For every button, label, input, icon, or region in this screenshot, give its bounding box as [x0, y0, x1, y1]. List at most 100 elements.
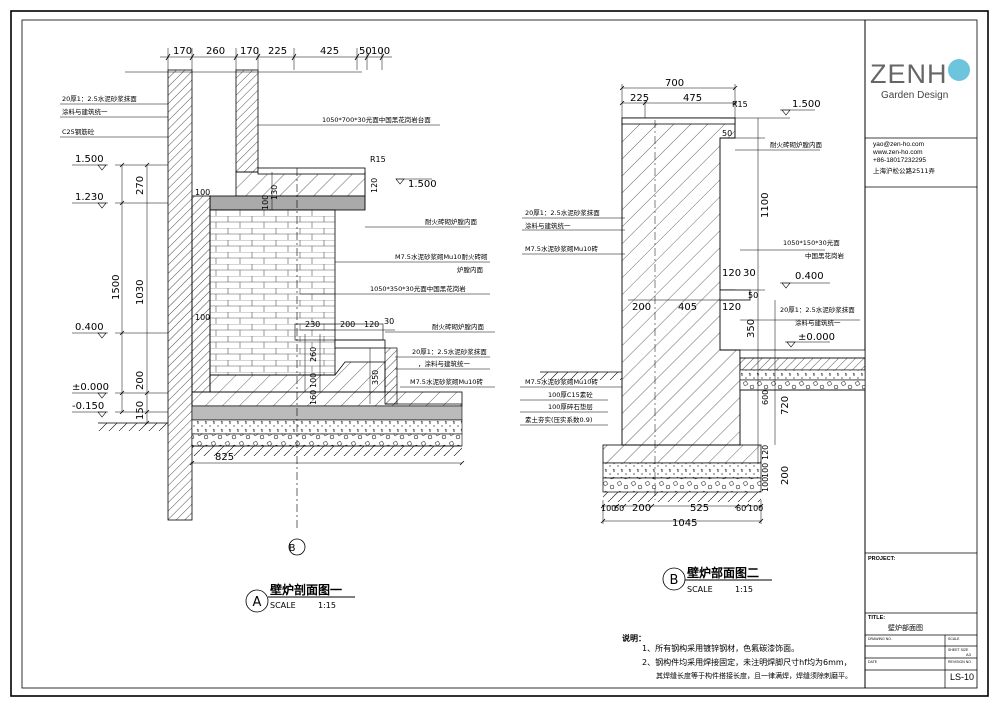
scale-label: SCALE: [948, 637, 960, 641]
dim-b-inner-16: 200: [780, 466, 791, 485]
note-b-l1: 20厚1：2.5水泥砂浆抹面: [525, 208, 600, 217]
dim-a-left-150: 150: [135, 401, 146, 420]
dim-b-inner-13: 120: [761, 445, 770, 460]
level-b-mid: 0.400: [795, 271, 824, 282]
dim-b-inner-12: 720: [780, 396, 791, 415]
section-b-drawing: [520, 84, 866, 524]
contact-web: www.zen-ho.com: [873, 149, 923, 156]
dim-a-inner-3: 130: [270, 185, 279, 200]
dim-b-inner-15: 100: [761, 477, 770, 492]
level-1230: 1.230: [75, 192, 104, 203]
dim-b-bottom-3: 200: [632, 503, 651, 514]
dim-a-top-4: 225: [268, 46, 287, 57]
dim-a-inner-13: 350: [371, 370, 380, 385]
level-b-zero: ±0.000: [798, 332, 835, 343]
dim-b-top-total: 700: [665, 78, 684, 89]
note-a-2: 涂料与建筑统一: [62, 107, 108, 116]
sheet-size-value: A3: [966, 652, 971, 657]
title-label: TITLE:: [868, 615, 886, 621]
date-label: DATE: [868, 660, 878, 664]
cut-marker-b: [288, 538, 306, 556]
dim-b-inner-6: 50: [748, 291, 758, 300]
dim-a-left-1030: 1030: [135, 280, 146, 305]
note-a-12: M7.5水泥砂浆砌Mu10砖: [410, 377, 483, 386]
dim-b-inner-3: 120: [722, 268, 741, 279]
note-a-1: 20厚1：2.5水泥砂浆抹面: [62, 94, 137, 103]
note-b-l4: M7.5水泥砂浆砌Mu10砖: [525, 377, 598, 386]
dim-b-inner-2: 1100: [760, 193, 771, 218]
dim-a-left-270: 270: [135, 176, 146, 195]
note-b-r4: 20厚1：2.5水泥砂浆抹面: [780, 305, 855, 314]
revision-label: REVISION NO.: [948, 660, 972, 664]
project-label: PROJECT:: [868, 556, 896, 562]
dim-b-inner-5: 120: [722, 302, 741, 313]
dim-b-inner-1: 50: [722, 129, 732, 138]
dim-a-inner-5: 120: [370, 178, 379, 193]
logo-text-o: O: [947, 59, 970, 81]
section-a-marker-label: A: [253, 595, 262, 610]
dim-a-inner-8: 120: [364, 320, 379, 329]
note-b-r1: 耐火砖砌炉膛内面: [770, 140, 823, 149]
level-zero: ±0.000: [72, 382, 109, 393]
drawing-no-label: DRAWING NO.: [868, 637, 892, 641]
dim-a-inner-4: 100: [261, 195, 270, 210]
radius-b: R15: [732, 100, 748, 109]
section-a-scale: 1:15: [318, 601, 336, 610]
dim-a-inner-6: 230: [305, 320, 320, 329]
section-a-drawing: [60, 48, 495, 556]
cut-marker-b-label: B: [289, 543, 296, 554]
dim-a-inner-9: 30: [384, 317, 394, 326]
section-b-title: 壁炉部面图二: [687, 565, 759, 580]
note-b-r5: 涂料与建筑统一: [795, 318, 841, 327]
title-value: 壁炉部面图: [888, 624, 923, 632]
section-b-scale: 1:15: [735, 585, 753, 594]
level-1500: 1.500: [75, 154, 104, 165]
dim-b-bottom-total: 1045: [672, 518, 697, 529]
notes-item-1: 1、所有钢构采用镀锌钢材，色氟碳漆饰面。: [642, 643, 799, 653]
section-b-marker: [662, 567, 686, 591]
dim-a-inner-11: 100: [309, 373, 318, 388]
dim-a-top-6: 50: [359, 46, 372, 57]
note-b-l5: 100厚C15素砼: [548, 390, 593, 399]
title-block-grid: [865, 137, 977, 688]
note-a-4: 1050*700*30光面中国黑花岗岩台面: [322, 115, 431, 124]
level-0400: 0.400: [75, 322, 104, 333]
dim-a-inner-1: 100: [195, 188, 210, 197]
dim-b-inner-7: 200: [632, 302, 651, 313]
dim-b-top-1: 225: [630, 93, 649, 104]
note-a-5: 耐火砖砌炉膛内面: [425, 217, 478, 226]
note-a-9: 耐火砖砌炉膛内面: [432, 322, 485, 331]
note-a-7: 炉膛内面: [457, 265, 484, 274]
contact-address: 上海沪松公路2511弄: [873, 167, 936, 175]
dim-a-inner-10: 260: [309, 347, 318, 362]
note-a-11: ，涂料与建筑统一: [418, 359, 471, 368]
outer-border: [10, 10, 989, 697]
dim-a-left-200: 200: [135, 371, 146, 390]
dim-a-bottom: 825: [215, 452, 234, 463]
section-b-labels: 700 225 475 R15 1.500 0.400 ±0.000 50 11…: [525, 78, 855, 594]
note-a-8: 1050*350*30光面中国黑花岗岩: [370, 284, 466, 293]
dim-b-inner-11: 600: [761, 390, 770, 405]
dim-b-bottom-6: 100: [748, 504, 763, 513]
dim-a-top-1: 170: [173, 46, 192, 57]
radius-a: R15: [370, 155, 386, 164]
notes-item-2: 2、钢构件均采用焊接固定，未注明焊脚尺寸hf均为6mm，: [642, 657, 852, 667]
section-b-marker-label: B: [670, 573, 679, 588]
dim-a-inner-12: 160: [309, 390, 318, 405]
level-right-1500: 1.500: [408, 179, 437, 190]
level-b-top: 1.500: [792, 99, 821, 110]
logo: ZENHO: [870, 59, 970, 90]
dim-a-top-2: 260: [206, 46, 225, 57]
level-minus: -0.150: [72, 401, 104, 412]
dim-b-top-2: 475: [683, 93, 702, 104]
dim-b-inner-14: 100: [761, 463, 770, 478]
logo-text-zen: ZEN: [870, 59, 927, 89]
dim-a-inner-7: 200: [340, 320, 355, 329]
dim-b-bottom-4: 525: [690, 503, 709, 514]
section-a-labels: 170 260 170 225 425 50 100 1.500 1.230 0…: [62, 46, 488, 613]
inner-border: [21, 19, 978, 689]
section-a-marker: [245, 589, 269, 613]
section-a-scale-label: SCALE: [270, 601, 296, 610]
note-b-r3: 中国黑花岗岩: [805, 251, 845, 260]
